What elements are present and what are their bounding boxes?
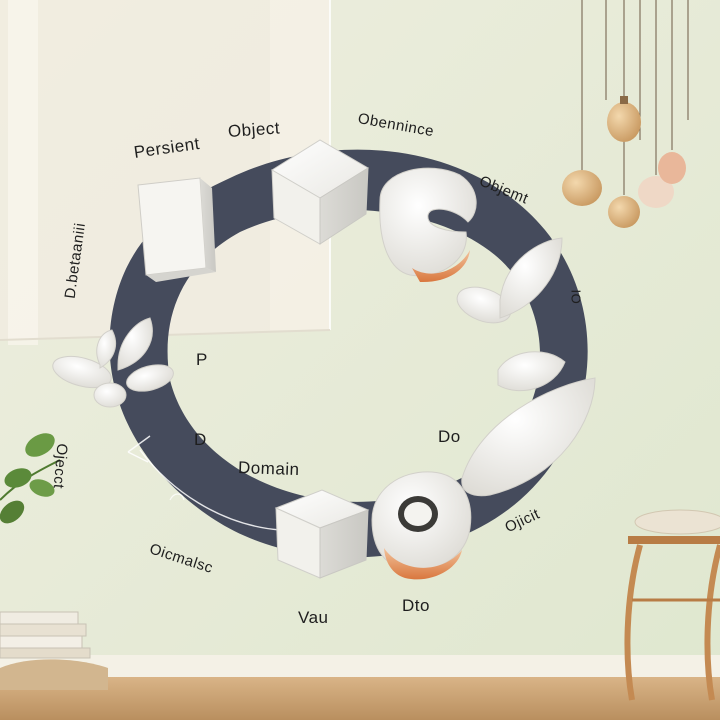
poster-panel [0,0,330,340]
label-object-top: Object [227,118,281,141]
cube-shape [271,139,369,245]
leaf-cluster [456,237,563,324]
label-domain: Domain [237,458,300,480]
pendant-lamps [562,0,689,228]
label-io: IO [568,289,584,305]
label-p: P [196,350,208,369]
plant [0,433,61,524]
floor [0,677,720,720]
cycle-ring [109,149,588,558]
leaf-cluster [461,351,596,497]
label-do: Do [438,427,461,446]
label-vau: Vau [298,608,329,627]
label-dto: Dto [402,596,430,615]
donut-shape [371,471,472,580]
window-light-beam [8,0,38,345]
stool [624,509,720,701]
flower-shape [52,317,174,408]
crescent-shape [379,167,477,283]
label-d: D [194,430,207,449]
baseboard [0,655,720,677]
cube-shape [137,177,216,282]
cube-shape [274,489,370,579]
books [0,611,108,690]
